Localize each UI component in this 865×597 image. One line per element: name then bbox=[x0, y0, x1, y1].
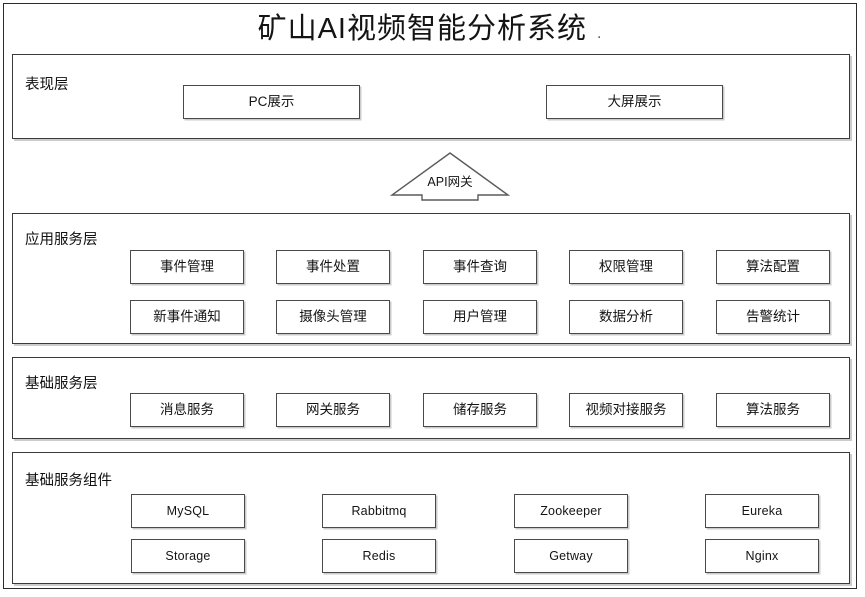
module-pc-display[interactable]: PC展示 bbox=[183, 85, 360, 119]
api-gateway-arrow[interactable]: API网关 bbox=[390, 151, 510, 201]
module-user-management[interactable]: 用户管理 bbox=[423, 300, 537, 334]
module-alarm-statistics[interactable]: 告警统计 bbox=[716, 300, 830, 334]
component-zookeeper[interactable]: Zookeeper bbox=[514, 494, 628, 528]
layer-basic-service: 基础服务层 消息服务 网关服务 储存服务 视频对接服务 算法服务 bbox=[12, 357, 850, 439]
layer-application-service: 应用服务层 事件管理 事件处置 事件查询 权限管理 算法配置 新事件通知 摄像头… bbox=[12, 213, 850, 344]
layer-application-label: 应用服务层 bbox=[25, 232, 98, 248]
architecture-diagram: 矿山AI视频智能分析系统. 表现层 PC展示 大屏展示 API网关 应用服务层 … bbox=[3, 3, 857, 589]
module-new-event-notification[interactable]: 新事件通知 bbox=[130, 300, 244, 334]
page-title: 矿山AI视频智能分析系统. bbox=[4, 10, 856, 53]
module-message-service[interactable]: 消息服务 bbox=[130, 393, 244, 427]
module-storage-service[interactable]: 储存服务 bbox=[423, 393, 537, 427]
layer-presentation-label: 表现层 bbox=[25, 77, 69, 93]
module-video-integration-service[interactable]: 视频对接服务 bbox=[569, 393, 683, 427]
component-getway[interactable]: Getway bbox=[514, 539, 628, 573]
api-gateway-label: API网关 bbox=[427, 175, 473, 189]
layer-basic-components: 基础服务组件 MySQL Rabbitmq Zookeeper Eureka S… bbox=[12, 452, 850, 584]
component-mysql[interactable]: MySQL bbox=[131, 494, 245, 528]
module-camera-management[interactable]: 摄像头管理 bbox=[276, 300, 390, 334]
module-data-analysis[interactable]: 数据分析 bbox=[569, 300, 683, 334]
layer-components-label: 基础服务组件 bbox=[25, 473, 112, 489]
module-algorithm-config[interactable]: 算法配置 bbox=[716, 250, 830, 284]
module-large-screen-display[interactable]: 大屏展示 bbox=[546, 85, 723, 119]
component-rabbitmq[interactable]: Rabbitmq bbox=[322, 494, 436, 528]
layer-presentation: 表现层 PC展示 大屏展示 bbox=[12, 54, 850, 139]
layer-basic-label: 基础服务层 bbox=[25, 376, 98, 392]
module-algorithm-service[interactable]: 算法服务 bbox=[716, 393, 830, 427]
component-eureka[interactable]: Eureka bbox=[705, 494, 819, 528]
up-arrow-icon bbox=[390, 152, 510, 201]
page-title-text: 矿山AI视频智能分析系统 bbox=[257, 13, 587, 45]
module-gateway-service[interactable]: 网关服务 bbox=[276, 393, 390, 427]
component-redis[interactable]: Redis bbox=[322, 539, 436, 573]
module-event-management[interactable]: 事件管理 bbox=[130, 250, 244, 284]
module-event-query[interactable]: 事件查询 bbox=[423, 250, 537, 284]
module-permission-management[interactable]: 权限管理 bbox=[569, 250, 683, 284]
module-event-handling[interactable]: 事件处置 bbox=[276, 250, 390, 284]
title-trailing-mark: . bbox=[596, 25, 603, 42]
component-nginx[interactable]: Nginx bbox=[705, 539, 819, 573]
component-storage[interactable]: Storage bbox=[131, 539, 245, 573]
